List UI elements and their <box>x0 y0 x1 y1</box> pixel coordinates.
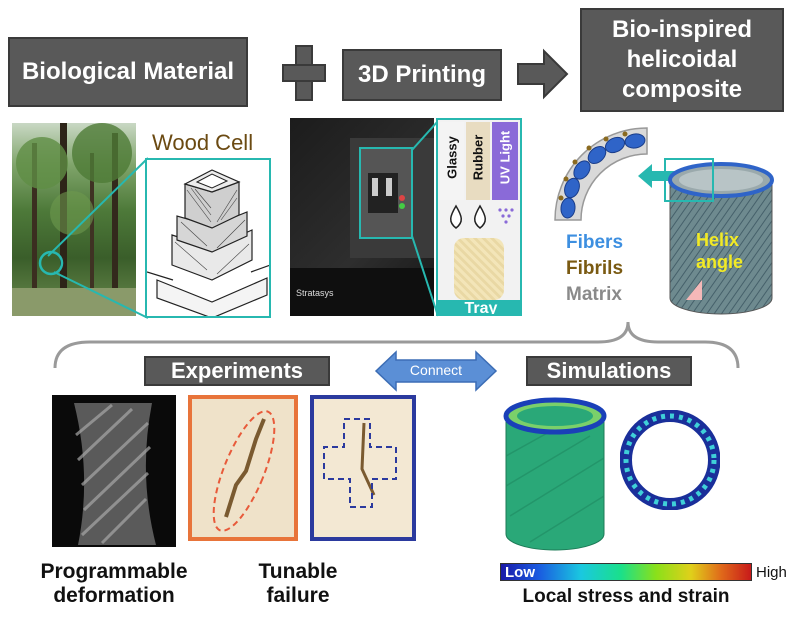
printer-brand: Stratasys <box>296 288 334 298</box>
arrow-right-icon <box>517 48 569 100</box>
plus-icon <box>282 45 326 101</box>
print-materials-panel: Glassy Rubber UV Light Tray <box>436 118 522 316</box>
forest-photo <box>12 123 136 316</box>
legend-fibers: Fibers <box>566 232 624 253</box>
caption2-line-1: Tunable <box>258 560 338 583</box>
helicoidal-cylinder: Helix angle <box>664 158 776 318</box>
colorbar-high-label: High <box>756 564 787 581</box>
helicoidal-composite-box: Bio-inspired helicoidal composite <box>580 8 784 112</box>
cylinder-drawing <box>668 162 774 315</box>
failure-photo-blue <box>310 395 416 541</box>
droplet-icons <box>450 204 514 229</box>
3d-printing-label: 3D Printing <box>357 61 486 88</box>
wood-cell-drawing <box>147 169 269 316</box>
composite-title-line-2: helicoidal <box>626 46 738 73</box>
crack-drawing-orange <box>192 399 294 537</box>
simulations-label: Simulations <box>546 358 672 383</box>
biological-material-label: Biological Material <box>21 58 235 85</box>
helix-label-line-2: angle <box>696 252 744 272</box>
composite-title-line-1: Bio-inspired <box>611 16 752 43</box>
composite-cross-section <box>554 127 648 221</box>
deformation-photo <box>52 395 176 547</box>
crack-drawing-blue <box>314 399 412 537</box>
biological-material-box: Biological Material <box>8 37 248 107</box>
stress-colorbar: Low <box>500 563 752 581</box>
caption-programmable-deformation: Programmable deformation <box>14 560 214 608</box>
colorbar-title: Local stress and strain <box>522 586 730 607</box>
connect-arrow: Connect <box>374 350 498 392</box>
caption2-line-2: failure <box>266 584 330 607</box>
printer-drawing <box>290 138 434 316</box>
experiments-label: Experiments <box>170 358 304 383</box>
printer-photo: Stratasys <box>290 118 434 316</box>
tray-bar: Tray <box>438 300 520 316</box>
teal-highlight-square <box>664 158 714 202</box>
simulation-ring <box>620 410 720 510</box>
wood-cell-diagram <box>145 158 271 318</box>
double-arrow-icon <box>374 350 498 392</box>
legend-fibrils: Fibrils <box>566 258 624 279</box>
legend-matrix: Matrix <box>566 284 622 305</box>
rubber-label-bg <box>466 122 490 200</box>
glassy-label-bg <box>440 122 464 200</box>
caption1-line-1: Programmable <box>40 560 188 583</box>
composite-title-line-3: composite <box>621 76 743 103</box>
colorbar-low-label: Low <box>505 564 535 581</box>
caption1-line-2: deformation <box>53 584 175 607</box>
3d-printing-box: 3D Printing <box>342 49 502 101</box>
twisted-cylinder-drawing <box>74 403 156 545</box>
printed-cylinder <box>454 238 504 300</box>
teal-arrow-left-icon <box>638 164 678 188</box>
wood-cell-label: Wood Cell <box>152 130 254 155</box>
experiments-box: Experiments <box>144 356 330 386</box>
connect-label: Connect <box>409 362 463 378</box>
failure-photo-orange <box>188 395 298 541</box>
tray-label: Tray <box>464 300 498 316</box>
simulations-box: Simulations <box>526 356 692 386</box>
caption-tunable-failure: Tunable failure <box>236 560 360 608</box>
helix-label-line-1: Helix <box>696 230 740 250</box>
simulation-cylinder <box>503 397 607 551</box>
uv-label-bg <box>492 122 518 200</box>
